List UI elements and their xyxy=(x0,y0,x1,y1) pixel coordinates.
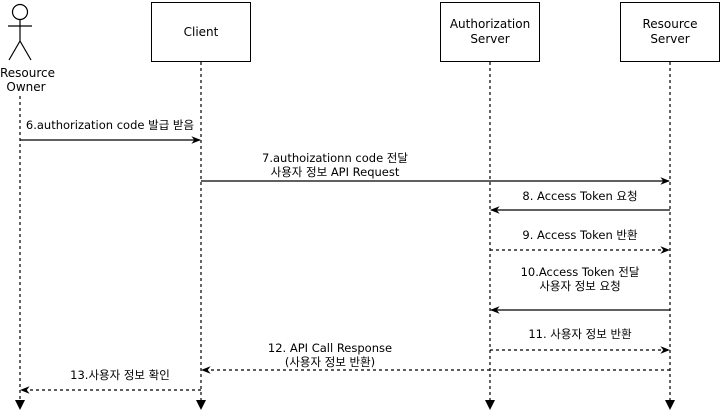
message-7-label: 7.authoizationn code 전달 사용자 정보 API Reque… xyxy=(235,151,435,179)
message-8-text: 8. Access Token 요청 xyxy=(522,189,638,203)
message-6-text: 6.authorization code 발급 받음 xyxy=(25,118,195,132)
participant-authorization-server-label-2: Server xyxy=(470,32,510,46)
message-10-label: 10.Access Token 전달 사용자 정보 요청 xyxy=(495,265,665,293)
message-10-text-2: 사용자 정보 요청 xyxy=(539,279,621,293)
message-10-text-1: 10.Access Token 전달 xyxy=(520,265,640,279)
message-7-text-2: 사용자 정보 API Request xyxy=(270,165,400,179)
message-12-label: 12. API Call Response (사용자 정보 반환) xyxy=(245,341,415,369)
resource-owner-actor-icon xyxy=(8,3,32,61)
message-13-label: 13.사용자 정보 확인 xyxy=(40,368,200,382)
resource-owner-label: Resource Owner xyxy=(0,66,56,94)
lifeline-end-arrow-client xyxy=(196,400,206,410)
participant-authorization-server: Authorization Server xyxy=(440,2,540,62)
lifeline-end-arrow-resource xyxy=(665,400,675,410)
message-9-label: 9. Access Token 반환 xyxy=(500,228,660,242)
message-8-label: 8. Access Token 요청 xyxy=(500,189,660,203)
message-12-text-1: 12. API Call Response xyxy=(267,341,393,355)
message-11-label: 11. 사용자 정보 반환 xyxy=(500,327,660,341)
lifeline-end-arrow-auth xyxy=(485,400,495,410)
participant-client: Client xyxy=(151,2,251,62)
resource-owner-label-line-2: Owner xyxy=(6,80,46,94)
message-9-text: 9. Access Token 반환 xyxy=(522,228,638,242)
participant-resource-server: Resource Server xyxy=(620,2,720,62)
participant-client-label: Client xyxy=(183,24,219,39)
resource-owner-label-line-1: Resource xyxy=(0,66,56,80)
participant-resource-server-label-1: Resource xyxy=(642,17,698,31)
participant-resource-server-label-2: Server xyxy=(650,32,690,46)
lifeline-end-arrow-owner xyxy=(15,400,25,410)
message-12-text-2: (사용자 정보 반환) xyxy=(284,355,376,369)
message-6-label: 6.authorization code 발급 받음 xyxy=(10,118,210,132)
message-13-text: 13.사용자 정보 확인 xyxy=(70,368,170,382)
message-11-text: 11. 사용자 정보 반환 xyxy=(528,327,632,341)
participant-authorization-server-label-1: Authorization xyxy=(449,17,531,31)
message-7-text-1: 7.authoizationn code 전달 xyxy=(262,151,408,165)
